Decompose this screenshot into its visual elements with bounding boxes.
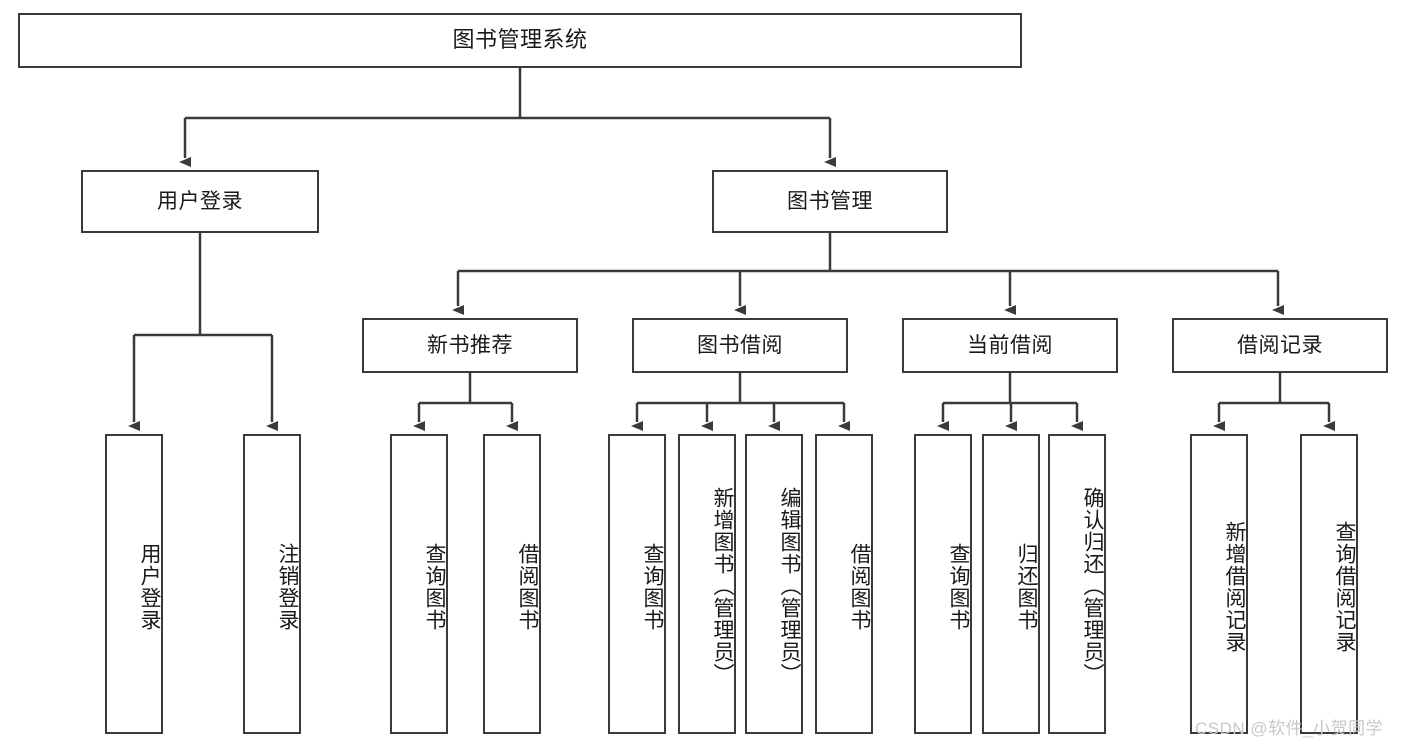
node-borrow-record[interactable]: 借阅记录	[1172, 318, 1388, 373]
node-new-book-recommend[interactable]: 新书推荐	[362, 318, 578, 373]
leaf-query-book-borrow[interactable]: 查询图书	[608, 434, 666, 734]
leaf-edit-book-admin[interactable]: 编辑图书（管理员）	[745, 434, 803, 734]
leaf-add-borrow-record[interactable]: 新增借阅记录	[1190, 434, 1248, 734]
node-book-borrow[interactable]: 图书借阅	[632, 318, 848, 373]
node-root-system[interactable]: 图书管理系统	[18, 13, 1022, 68]
leaf-user-login[interactable]: 用户登录	[105, 434, 163, 734]
node-user-login[interactable]: 用户登录	[81, 170, 319, 233]
node-book-management[interactable]: 图书管理	[712, 170, 948, 233]
leaf-add-book-admin[interactable]: 新增图书（管理员）	[678, 434, 736, 734]
node-current-borrow[interactable]: 当前借阅	[902, 318, 1118, 373]
leaf-query-book-new[interactable]: 查询图书	[390, 434, 448, 734]
leaf-logout[interactable]: 注销登录	[243, 434, 301, 734]
leaf-borrow-book-new[interactable]: 借阅图书	[483, 434, 541, 734]
leaf-query-borrow-record[interactable]: 查询借阅记录	[1300, 434, 1358, 734]
leaf-confirm-return-admin[interactable]: 确认归还（管理员）	[1048, 434, 1106, 734]
leaf-query-book-current[interactable]: 查询图书	[914, 434, 972, 734]
leaf-borrow-book[interactable]: 借阅图书	[815, 434, 873, 734]
leaf-return-book[interactable]: 归还图书	[982, 434, 1040, 734]
